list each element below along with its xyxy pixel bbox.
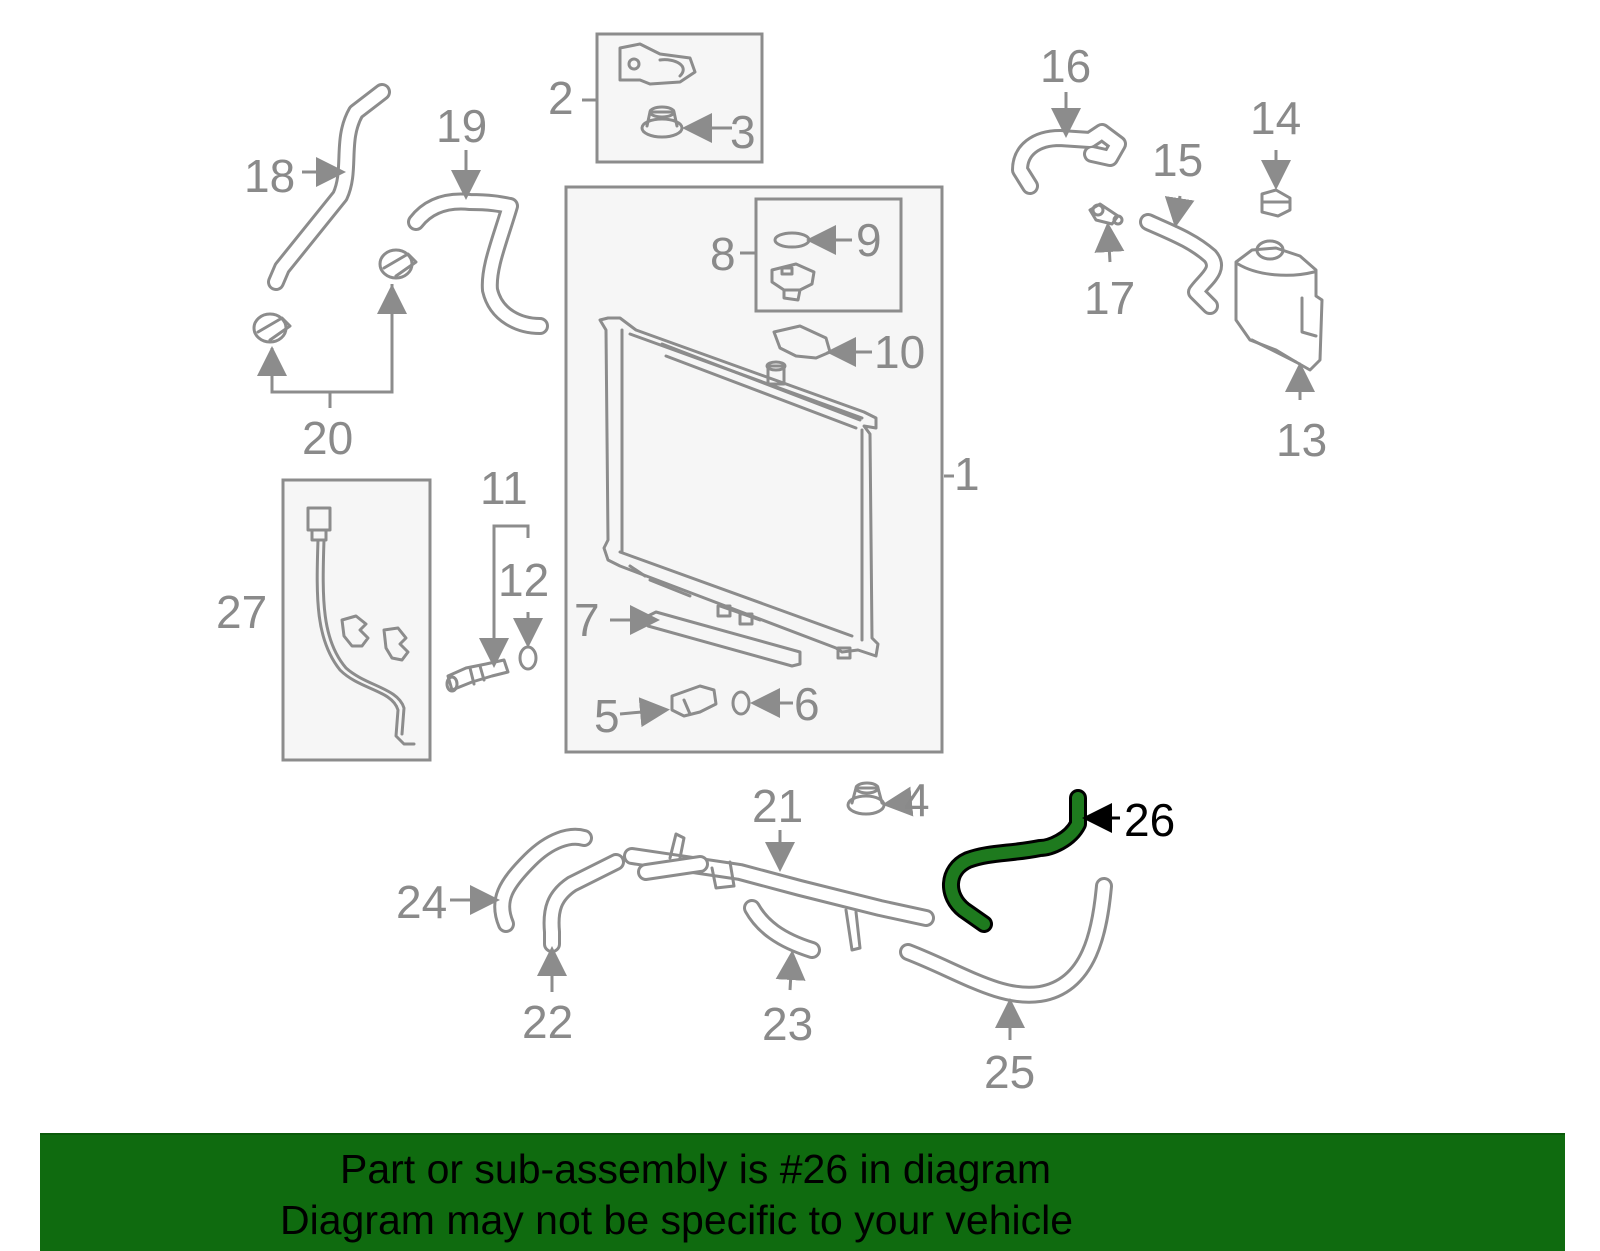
callout-14: 14 (1250, 92, 1301, 144)
callout-7: 7 (574, 594, 600, 646)
radiator-part-1 (598, 316, 880, 660)
harness-part-27 (306, 506, 416, 746)
callout-4: 4 (904, 774, 930, 826)
callout-16: 16 (1040, 40, 1091, 92)
sensor-part-5 (670, 684, 718, 718)
callout-13: 13 (1276, 414, 1327, 466)
callout-2: 2 (548, 72, 574, 124)
callout-8: 8 (710, 228, 736, 280)
bracket-part-2 (618, 42, 697, 86)
callout-23: 23 (762, 998, 813, 1050)
box-cap-group (754, 197, 903, 313)
callout-15: 15 (1152, 134, 1203, 186)
callout-3: 3 (730, 106, 756, 158)
bracket-line-20 (270, 284, 394, 394)
callout-21: 21 (752, 780, 803, 832)
clamp-part-20-left (252, 312, 292, 344)
drain-plug-part-11 (445, 658, 510, 693)
clamp-part-20-right (378, 248, 418, 280)
callout-25: 25 (984, 1046, 1035, 1098)
callout-17: 17 (1084, 272, 1135, 324)
hose-part-19 (407, 192, 549, 335)
callout-1: 1 (954, 448, 980, 500)
info-banner: Part or sub-assembly is #26 in diagram D… (40, 1133, 1565, 1251)
grommet-part-4 (846, 781, 886, 816)
callout-9: 9 (856, 214, 882, 266)
callout-5: 5 (594, 690, 620, 742)
gasket-part-10 (772, 324, 832, 360)
o-ring-part-6 (731, 690, 751, 716)
fitting-part-17 (1088, 202, 1124, 226)
callout-20: 20 (302, 412, 353, 464)
callout-24: 24 (396, 876, 447, 928)
cap-part-14 (1260, 188, 1292, 218)
callout-19: 19 (436, 100, 487, 152)
pipe-part-21 (623, 832, 935, 952)
reservoir-part-13 (1234, 239, 1324, 372)
callout-27: 27 (216, 586, 267, 638)
callout-26: 26 (1124, 794, 1175, 846)
banner-line-1: Part or sub-assembly is #26 in diagram (340, 1146, 1051, 1192)
callout-18: 18 (244, 150, 295, 202)
box-sensor-harness (281, 478, 432, 762)
callout-22: 22 (522, 996, 573, 1048)
cap-part-8 (770, 262, 816, 302)
callout-10: 10 (874, 326, 925, 378)
callout-6: 6 (794, 678, 820, 730)
callout-12: 12 (498, 554, 549, 606)
o-ring-part-12 (518, 645, 538, 671)
callout-11: 11 (480, 462, 528, 514)
banner-line-2: Diagram may not be specific to your vehi… (280, 1197, 1074, 1243)
